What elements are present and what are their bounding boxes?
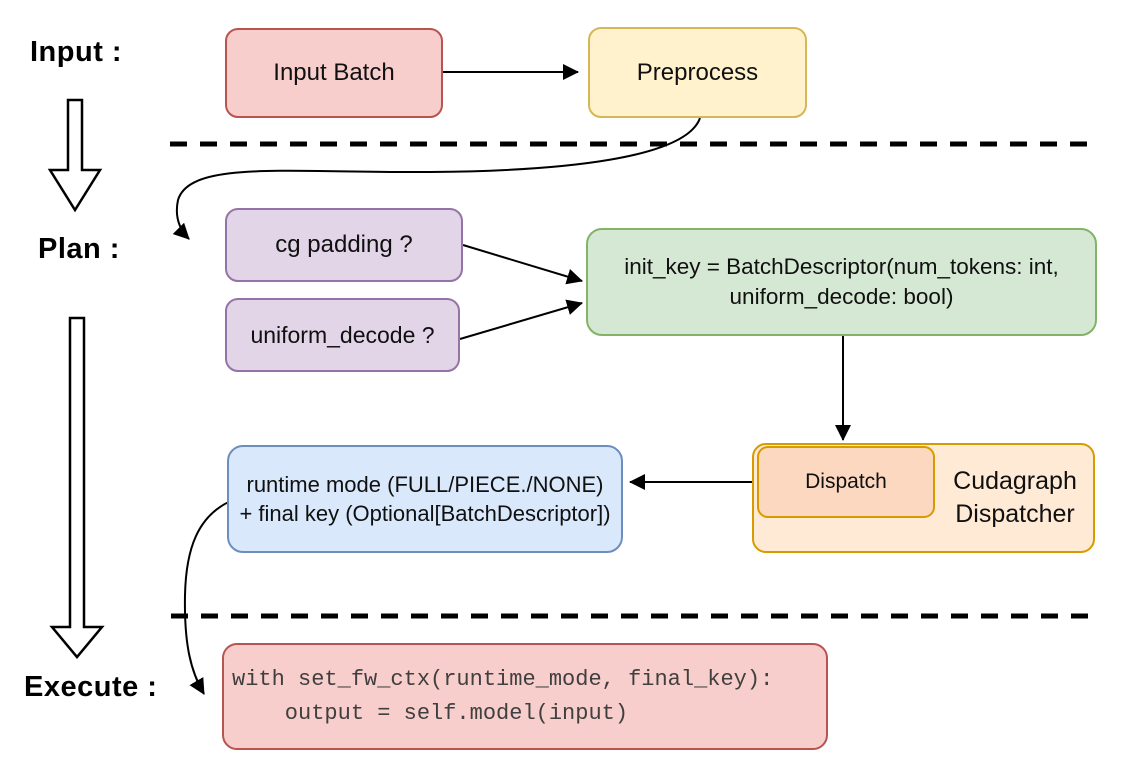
node-cg-padding: cg padding ? — [225, 208, 463, 282]
dispatcher-label-line1: Cudagraph — [953, 466, 1077, 495]
dispatcher-label-line2: Dispatcher — [955, 500, 1075, 528]
node-init-key: init_key = BatchDescriptor(num_tokens: i… — [586, 228, 1097, 336]
stage-label-input: Input : — [30, 36, 123, 68]
node-runtime-mode: runtime mode (FULL/PIECE./NONE) + final … — [227, 445, 623, 553]
node-cg-padding-label: cg padding ? — [275, 231, 413, 259]
node-execute-code: with set_fw_ctx(runtime_mode, final_key)… — [222, 643, 828, 750]
node-cudagraph-dispatcher-label: Cudagraph Dispatcher — [939, 445, 1091, 551]
node-preprocess-label: Preprocess — [636, 58, 759, 86]
node-runtime-mode-line1: runtime mode (FULL/PIECE./NONE) — [246, 471, 604, 497]
arrow-uniformdecode-to-initkey — [459, 299, 583, 340]
node-init-key-line1: init_key = BatchDescriptor(num_tokens: i… — [624, 254, 1059, 280]
node-init-key-line2: uniform_decode: bool) — [729, 284, 954, 309]
node-input-batch-label: Input Batch — [273, 59, 395, 87]
arrow-cgpadding-to-initkey — [462, 244, 583, 285]
node-input-batch: Input Batch — [225, 28, 443, 118]
input-down-arrow-icon — [47, 98, 103, 213]
plan-down-arrow-icon — [49, 316, 105, 659]
stage-label-execute: Execute : — [24, 671, 158, 703]
execute-code-line2: output = self.model(input) — [232, 700, 629, 726]
node-cudagraph-dispatcher: Dispatch Cudagraph Dispatcher — [752, 443, 1095, 553]
node-uniform-decode-label: uniform_decode ? — [250, 321, 435, 348]
node-dispatch-label: Dispatch — [805, 470, 887, 494]
stage-label-plan: Plan : — [38, 233, 120, 265]
node-dispatch: Dispatch — [757, 446, 935, 518]
node-uniform-decode: uniform_decode ? — [225, 298, 460, 372]
node-preprocess: Preprocess — [588, 27, 807, 118]
execute-code-line1: with set_fw_ctx(runtime_mode, final_key)… — [232, 666, 774, 692]
node-runtime-mode-line2: + final key (Optional[BatchDescriptor]) — [239, 501, 611, 526]
